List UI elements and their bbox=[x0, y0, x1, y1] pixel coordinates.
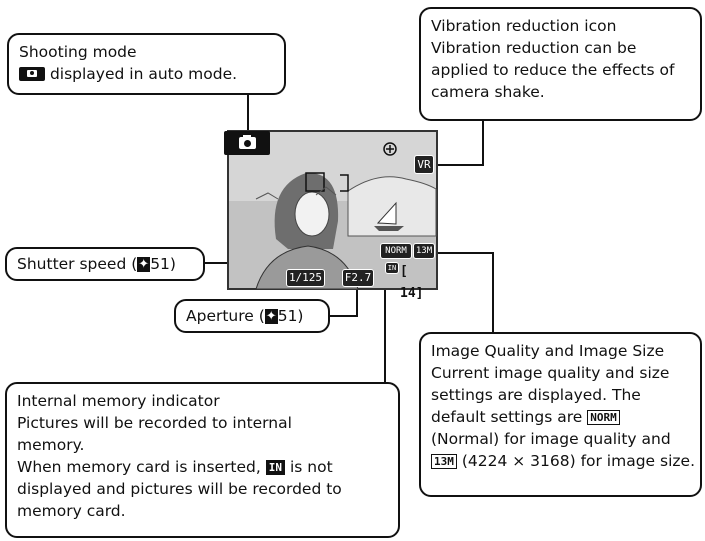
aperture-page: 51) bbox=[277, 307, 304, 325]
norm-quality-icon: NORM bbox=[587, 410, 620, 425]
image-quality-indicator: NORM bbox=[380, 243, 412, 259]
camera-screen: VR NORM 13M IN [ 14] 1/125 F2.7 bbox=[227, 130, 438, 301]
aperture-indicator: F2.7 bbox=[342, 269, 374, 287]
quality-line-6: (4224 × 3168) for image size. bbox=[461, 452, 695, 470]
quality-line-4: default settings are bbox=[431, 408, 583, 426]
vr-indicator-icon: VR bbox=[414, 155, 434, 174]
connector-aperture bbox=[330, 283, 358, 317]
reference-mark-icon: ✦ bbox=[264, 309, 278, 324]
image-size-indicator: 13M bbox=[413, 243, 435, 259]
shutter-speed-page: 51) bbox=[150, 255, 176, 273]
callout-shutter-speed: Shutter speed (✦51) bbox=[5, 247, 205, 281]
memory-line-4b: is not bbox=[289, 458, 333, 476]
quality-line-1: Image Quality and Image Size bbox=[431, 342, 665, 360]
vr-line-4: camera shake. bbox=[431, 83, 545, 101]
vr-line-2: Vibration reduction can be bbox=[431, 39, 637, 57]
shooting-mode-desc: displayed in auto mode. bbox=[49, 65, 238, 83]
connector-image-quality bbox=[437, 252, 494, 332]
callout-shooting-mode: Shooting mode displayed in auto mode. bbox=[7, 33, 286, 95]
memory-line-3: memory. bbox=[17, 436, 85, 454]
quality-line-2: Current image quality and size bbox=[431, 364, 670, 382]
connector-vr bbox=[437, 121, 484, 166]
shooting-mode-title: Shooting mode bbox=[19, 43, 137, 61]
quality-line-5: (Normal) for image quality and bbox=[431, 430, 671, 448]
memory-line-1: Internal memory indicator bbox=[17, 392, 220, 410]
internal-memory-indicator: IN bbox=[385, 262, 399, 274]
callout-internal-memory: Internal memory indicator Pictures will … bbox=[5, 382, 400, 538]
shooting-mode-icon bbox=[224, 131, 270, 155]
internal-memory-icon: IN bbox=[265, 460, 286, 475]
memory-line-4a: When memory card is inserted, bbox=[17, 458, 261, 476]
shutter-speed-indicator: 1/125 bbox=[286, 269, 325, 287]
memory-line-2: Pictures will be recorded to internal bbox=[17, 414, 292, 432]
exposures-remaining: [ 14] bbox=[400, 264, 424, 301]
callout-image-quality: Image Quality and Image Size Current ima… bbox=[419, 332, 702, 497]
vr-line-1: Vibration reduction icon bbox=[431, 17, 617, 35]
memory-line-6: memory card. bbox=[17, 502, 126, 520]
aperture-label: Aperture ( bbox=[186, 307, 265, 325]
quality-line-3: settings are displayed. The bbox=[431, 386, 641, 404]
vr-line-3: applied to reduce the effects of bbox=[431, 61, 675, 79]
camera-auto-mode-icon bbox=[19, 67, 45, 81]
callout-aperture: Aperture (✦51) bbox=[174, 299, 330, 333]
image-size-13m-icon: 13M bbox=[431, 454, 457, 469]
reference-mark-icon: ✦ bbox=[137, 257, 151, 272]
shutter-speed-label: Shutter speed ( bbox=[17, 255, 138, 273]
callout-vibration-reduction: Vibration reduction icon Vibration reduc… bbox=[419, 7, 702, 121]
memory-line-5: displayed and pictures will be recorded … bbox=[17, 480, 342, 498]
